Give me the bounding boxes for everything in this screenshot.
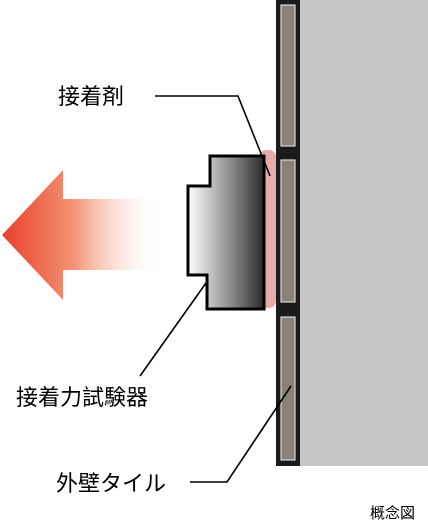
adhesive-leader-line xyxy=(155,95,271,177)
adhesive-label: 接着剤 xyxy=(58,85,124,110)
tile-3 xyxy=(280,316,296,461)
tile-leader-line xyxy=(190,385,292,483)
pull-direction-arrow xyxy=(2,170,162,300)
tester-body xyxy=(186,154,266,311)
tile-2 xyxy=(280,159,296,303)
tile-1 xyxy=(280,4,296,147)
tile-label: 外壁タイル xyxy=(56,472,166,497)
tile-column xyxy=(276,0,300,466)
caption-label: 概念図 xyxy=(370,504,415,522)
wall xyxy=(300,0,428,466)
tester-label: 接着力試験器 xyxy=(16,386,148,411)
tester-leader-line xyxy=(139,282,207,377)
